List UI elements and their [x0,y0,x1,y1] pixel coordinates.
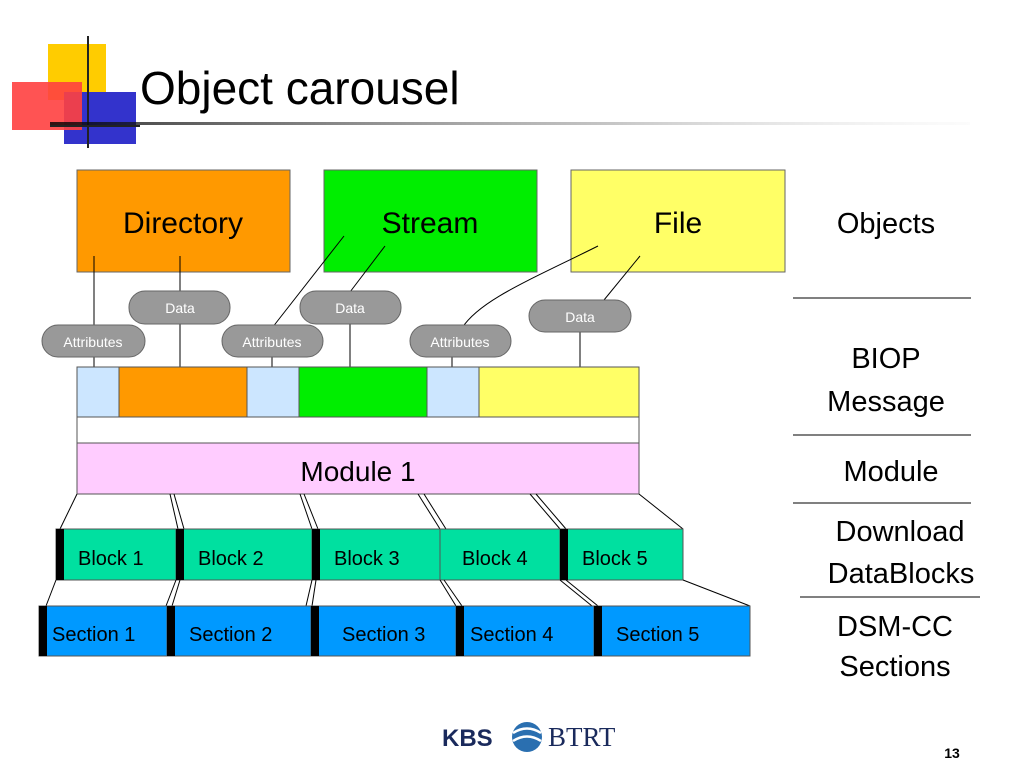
layer-label-biop-line2: Message [827,386,945,418]
layer-label-dsmcc-line2: Sections [839,651,950,683]
objects-row: Directory Stream File [76,169,786,273]
section-box [38,605,168,657]
block-header-bar [56,529,64,580]
block-header-bar [560,529,568,580]
logo-globe-icon [512,722,542,752]
data-pill-label: Data [165,300,195,316]
section-header-bar [594,606,602,656]
layer-label-module: Module [843,456,938,488]
section-label: Section 2 [189,624,272,646]
biop-segment-stream [298,366,428,418]
attributes-pill [221,324,324,358]
object-stream-box [323,169,538,273]
layer-labels: Objects BIOP Message Module Download Dat… [793,208,980,683]
attributes-pill [409,324,512,358]
blocks-row: Block 1 Block 2 Block 3 Block 4 Block 5 [55,528,684,581]
object-connectors [93,235,641,329]
module-to-blocks-lines [59,493,684,530]
object-stream-label: Stream [382,207,479,240]
biop-segment-file [478,366,640,418]
block-header-bar [312,529,320,580]
biop-message-strip [76,366,640,418]
data-pill-label: Data [335,300,365,316]
layer-label-biop-line1: BIOP [851,343,920,375]
biop-segment-attr-stream [246,366,300,418]
layer-label-dsmcc-line1: DSM-CC [837,611,953,643]
module-label: Module 1 [300,456,415,487]
data-pill [528,299,632,333]
object-directory-label: Directory [123,207,243,240]
block-label: Block 2 [198,548,264,570]
kbs-btrt-logo: KBS BTRT [442,722,616,752]
section-box [593,605,751,657]
section-label: Section 1 [52,624,135,646]
blocks-to-sections-lines [45,579,751,607]
section-header-bar [456,606,464,656]
title-underline [50,122,970,125]
module-gap-strip [76,416,640,444]
data-pill [128,290,231,325]
logo-btrt-text: BTRT [548,722,616,752]
page-title: Object carousel [140,62,460,114]
page-number: 13 [944,745,960,761]
attributes-pill [41,324,146,358]
block-label: Block 4 [462,548,528,570]
biop-segment-attr-directory [76,366,120,418]
block-label: Block 1 [78,548,144,570]
section-box [166,605,312,657]
layer-label-objects: Objects [837,208,935,240]
block-label: Block 3 [334,548,400,570]
attributes-pill-label: Attributes [430,334,489,350]
section-label: Section 5 [616,624,699,646]
object-file-box [570,169,786,273]
data-pill-label: Data [565,309,595,325]
data-pill [299,290,402,325]
block-box [559,528,684,581]
attributes-pills: Attributes Attributes Attributes [41,324,512,358]
section-header-bar [311,606,319,656]
sections-row: Section 1 Section 2 Section 3 Section 4 … [38,605,751,657]
biop-segment-attr-file [426,366,480,418]
data-pills: Data Data Data [128,290,632,333]
object-file-label: File [654,207,702,240]
layer-label-download-line2: DataBlocks [828,558,975,590]
logo-kbs-text: KBS [442,725,493,752]
block-label: Block 5 [582,548,648,570]
attributes-pill-label: Attributes [242,334,301,350]
biop-segment-directory [118,366,248,418]
module-box [76,442,640,495]
section-label: Section 3 [342,624,425,646]
object-directory-box [76,169,291,273]
section-label: Section 4 [470,624,553,646]
section-header-bar [167,606,175,656]
section-header-bar [39,606,47,656]
block-box [55,528,181,581]
section-box [455,605,595,657]
title-emblem [12,36,140,148]
layer-label-download-line1: Download [836,516,965,548]
attributes-pill-label: Attributes [63,334,122,350]
block-header-bar [176,529,184,580]
